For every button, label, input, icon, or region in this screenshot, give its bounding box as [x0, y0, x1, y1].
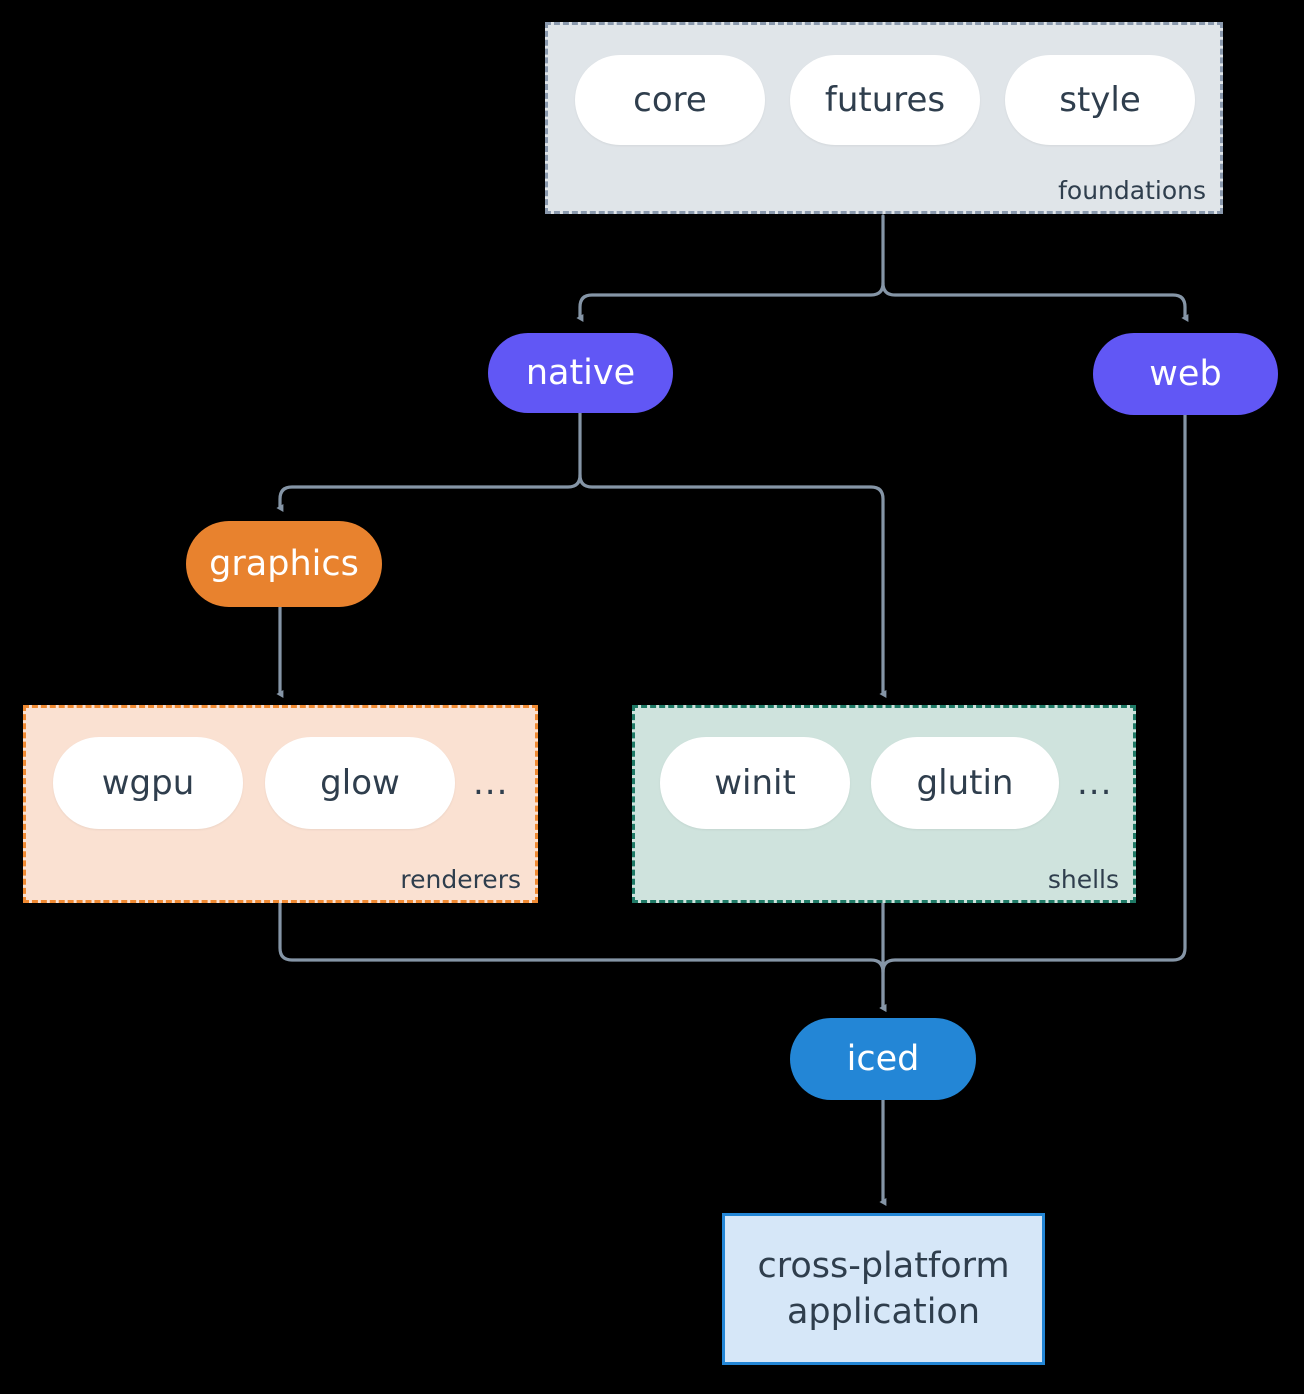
- shells-ellipsis: ...: [1077, 763, 1113, 803]
- node-label: web: [1149, 354, 1222, 394]
- node-web[interactable]: web: [1093, 333, 1278, 415]
- cluster-renderers: wgpu glow ... renderers: [23, 705, 538, 903]
- leaf-label: wgpu: [101, 763, 195, 803]
- leaf-label: winit: [714, 763, 796, 803]
- cluster-foundations: core futures style foundations: [545, 22, 1223, 214]
- leaf-pill-futures[interactable]: futures: [790, 55, 980, 145]
- leaf-label: glutin: [916, 763, 1014, 803]
- leaf-label: glow: [320, 763, 400, 803]
- edge-native-graphics: [276, 411, 582, 513]
- cluster-label-renderers: renderers: [400, 865, 521, 894]
- node-label: graphics: [209, 544, 359, 584]
- cluster-label-foundations: foundations: [1058, 176, 1206, 205]
- edge-foundations-web: [881, 281, 1189, 323]
- edge-renderers-iced: [278, 901, 887, 1013]
- node-iced[interactable]: iced: [790, 1018, 976, 1100]
- renderers-items: wgpu glow ...: [53, 737, 508, 829]
- foundations-items: core futures style: [575, 55, 1195, 145]
- leaf-pill-winit[interactable]: winit: [660, 737, 850, 829]
- terminal-line-2: application: [786, 1292, 981, 1332]
- shells-items: winit glutin ...: [660, 737, 1112, 829]
- cluster-shells: winit glutin ... shells: [632, 705, 1136, 903]
- node-label: iced: [846, 1039, 920, 1079]
- leaf-label: core: [633, 80, 707, 120]
- leaf-label: style: [1059, 80, 1141, 120]
- leaf-pill-core[interactable]: core: [575, 55, 765, 145]
- cluster-label-shells: shells: [1047, 865, 1119, 894]
- edge-native-shells: [578, 473, 887, 699]
- node-label: native: [525, 353, 636, 393]
- node-graphics[interactable]: graphics: [186, 521, 382, 607]
- edge-foundations-native: [576, 214, 885, 323]
- leaf-pill-style[interactable]: style: [1005, 55, 1195, 145]
- renderers-ellipsis: ...: [473, 763, 509, 803]
- node-native[interactable]: native: [488, 333, 673, 413]
- leaf-label: futures: [824, 80, 946, 120]
- leaf-pill-glow[interactable]: glow: [265, 737, 455, 829]
- node-cross-platform-application[interactable]: cross-platform application: [722, 1213, 1045, 1365]
- leaf-pill-glutin[interactable]: glutin: [871, 737, 1059, 829]
- leaf-pill-wgpu[interactable]: wgpu: [53, 737, 243, 829]
- terminal-text-block: cross-platform application: [757, 1243, 1009, 1335]
- terminal-line-1: cross-platform: [757, 1245, 1010, 1286]
